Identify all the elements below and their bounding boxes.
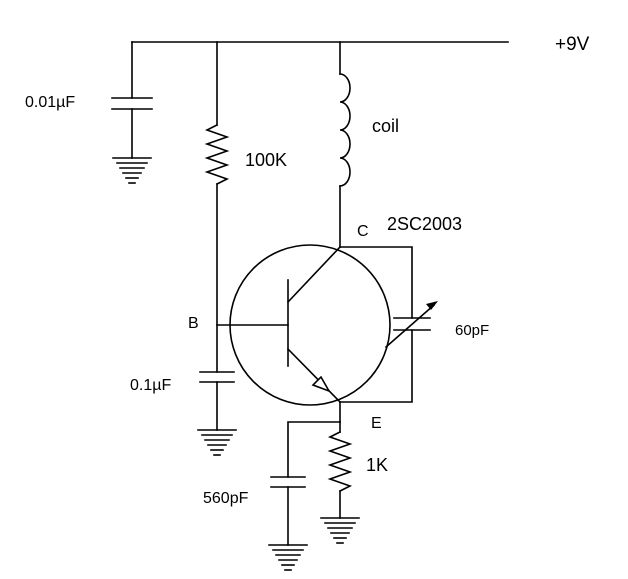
ground-icon: [197, 429, 237, 456]
emitter-capacitor-label: 560pF: [203, 490, 249, 507]
bias-resistor-label: 100K: [245, 150, 287, 170]
decoupling-capacitor-label: 0.01µF: [25, 94, 75, 111]
coil-label: coil: [372, 116, 399, 136]
base-capacitor-label: 0.1µF: [130, 377, 171, 394]
ground-icon: [112, 157, 152, 184]
resistor-icon: [204, 123, 230, 186]
ground-icon: [320, 517, 360, 544]
emitter-branch-wire: [287, 421, 341, 478]
collector-label: C: [357, 223, 369, 240]
transistor-label: 2SC2003: [387, 214, 462, 234]
supply-label: +9V: [555, 34, 590, 55]
variable-capacitor: [339, 246, 436, 403]
variable-capacitor-icon: [426, 301, 438, 310]
decoupling-capacitor: [111, 41, 153, 159]
emitter-resistor-label: 1K: [366, 455, 388, 475]
base-capacitor: [199, 371, 235, 431]
emitter-capacitor: [270, 476, 306, 546]
inductor-icon: [339, 73, 351, 187]
resistor-icon: [327, 430, 353, 493]
base-label: B: [188, 315, 199, 332]
variable-capacitor-label: 60pF: [455, 322, 489, 339]
ground-icon: [268, 544, 308, 571]
npn-transistor-icon: [216, 244, 391, 406]
emitter-label: E: [371, 415, 382, 432]
